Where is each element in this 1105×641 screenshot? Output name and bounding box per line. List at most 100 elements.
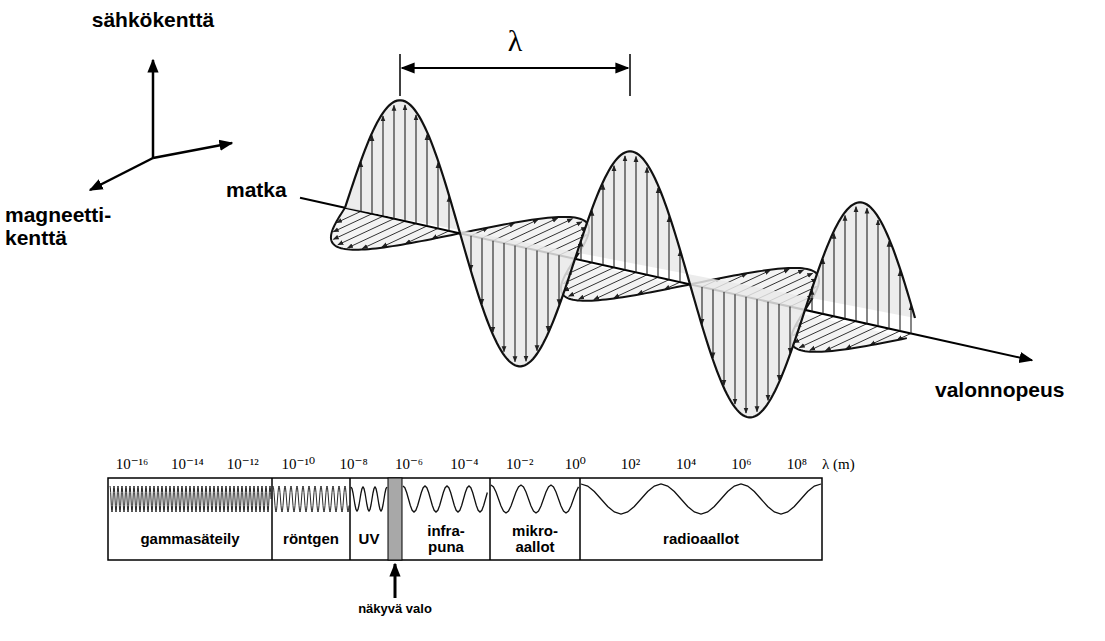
field-vector bbox=[481, 238, 482, 304]
field-vector bbox=[789, 307, 790, 353]
band-divider bbox=[489, 478, 491, 560]
wavelength-arrow bbox=[402, 67, 628, 69]
speed-label: valonnopeus bbox=[935, 378, 1065, 401]
scale-tick: 10⁻¹⁶ bbox=[116, 456, 149, 473]
band-divider bbox=[579, 478, 581, 560]
scale-tick: 10⁴ bbox=[676, 456, 696, 473]
spectrum-band: mikro- aallot bbox=[491, 519, 579, 559]
field-vector bbox=[877, 220, 878, 326]
spectrum-band: röntgen bbox=[273, 519, 349, 559]
scale-tick: 10⁶ bbox=[731, 456, 751, 473]
field-vector bbox=[745, 297, 746, 413]
band-label: UV bbox=[359, 531, 380, 548]
field-vector bbox=[558, 255, 559, 304]
field-vector bbox=[525, 248, 526, 361]
spectrum-band: UV bbox=[351, 519, 387, 559]
field-vector bbox=[579, 272, 636, 299]
field-vector bbox=[825, 326, 878, 351]
field-vector bbox=[415, 115, 416, 224]
field-vector bbox=[371, 135, 372, 213]
field-vector bbox=[701, 287, 702, 324]
scale-tick: 10⁻² bbox=[506, 456, 533, 473]
scale-tick: 10⁰ bbox=[565, 456, 586, 473]
spectrum-band: infra- puna bbox=[403, 519, 489, 559]
field-vector bbox=[833, 233, 834, 316]
spectrum-bar bbox=[108, 478, 822, 598]
spectrum-waves bbox=[110, 484, 821, 514]
field-vector bbox=[503, 243, 504, 352]
band-wave bbox=[491, 485, 579, 513]
visible-light-label: näkyvä valo bbox=[358, 602, 432, 616]
field-vector bbox=[526, 222, 582, 248]
spectrum-band: radioaallot bbox=[581, 519, 821, 559]
field-vector bbox=[515, 219, 572, 246]
scale-tick: 10⁻¹⁴ bbox=[171, 456, 204, 473]
field-vector bbox=[504, 218, 558, 243]
wavelength-tick bbox=[399, 54, 401, 96]
field-vector bbox=[448, 196, 449, 230]
wavelength-marker bbox=[400, 54, 630, 96]
wavelength-symbol: λ bbox=[508, 24, 523, 57]
field-vector bbox=[437, 163, 438, 229]
field-vector bbox=[594, 275, 647, 300]
electric-curve bbox=[345, 100, 915, 417]
field-vector bbox=[668, 217, 669, 280]
scale-tick: 10⁻⁴ bbox=[450, 456, 478, 473]
band-label: gammasäteily bbox=[140, 531, 239, 548]
axes-icon bbox=[90, 60, 232, 190]
field-vector bbox=[382, 116, 383, 216]
field-vector bbox=[338, 219, 394, 245]
field-vector bbox=[767, 302, 768, 401]
axis-label: sähkökenttä bbox=[92, 8, 215, 31]
field-vector bbox=[536, 250, 537, 350]
field-vector bbox=[470, 236, 471, 270]
band-wave bbox=[351, 487, 387, 511]
band-wave bbox=[273, 486, 349, 512]
field-vector bbox=[362, 224, 416, 249]
field-vector bbox=[855, 207, 856, 322]
field-vector bbox=[679, 251, 680, 282]
scale-tick: 10⁻⁸ bbox=[340, 456, 368, 473]
field-vector bbox=[756, 299, 757, 412]
axis-arrow bbox=[90, 158, 153, 190]
wavelength-tick bbox=[629, 54, 631, 96]
field-vector bbox=[591, 210, 592, 262]
field-vector bbox=[569, 270, 625, 296]
visible-pointer bbox=[394, 564, 397, 598]
band-label: infra- puna bbox=[416, 523, 476, 556]
field-vector bbox=[712, 289, 713, 357]
field-vector bbox=[348, 221, 405, 248]
spectrum-band: gammasäteily bbox=[109, 519, 271, 559]
electric-field-wave bbox=[345, 100, 915, 417]
scale-unit: λ (m) bbox=[822, 456, 855, 473]
field-vector bbox=[778, 304, 779, 380]
band-wave bbox=[110, 486, 271, 512]
field-vector bbox=[602, 184, 603, 265]
field-vector bbox=[646, 167, 647, 274]
field-vector bbox=[613, 166, 614, 268]
field-vector bbox=[624, 156, 625, 270]
band-wave bbox=[581, 484, 821, 514]
scale-tick: 10⁻¹² bbox=[227, 456, 259, 473]
field-vector bbox=[547, 253, 548, 331]
visible-band bbox=[388, 478, 402, 560]
band-divider bbox=[271, 478, 273, 560]
scale-tick: 10⁸ bbox=[787, 456, 807, 473]
band-label: radioaallot bbox=[663, 531, 739, 548]
spectrum-frame bbox=[108, 478, 822, 560]
field-vector bbox=[514, 246, 515, 362]
field-vector bbox=[844, 215, 845, 318]
field-vector bbox=[393, 105, 394, 218]
band-label: röntgen bbox=[283, 531, 339, 548]
field-vector bbox=[492, 241, 493, 332]
field-vector bbox=[426, 135, 427, 226]
axis-arrow bbox=[153, 143, 232, 158]
scale-tick: 10⁻⁶ bbox=[395, 456, 423, 473]
field-vector bbox=[723, 292, 724, 385]
field-vector bbox=[799, 321, 856, 347]
axis-arrow bbox=[152, 60, 155, 158]
band-divider bbox=[349, 478, 351, 560]
field-vector bbox=[657, 188, 658, 277]
scale-tick: 10⁻¹⁰ bbox=[281, 456, 314, 473]
field-vector bbox=[822, 259, 823, 314]
